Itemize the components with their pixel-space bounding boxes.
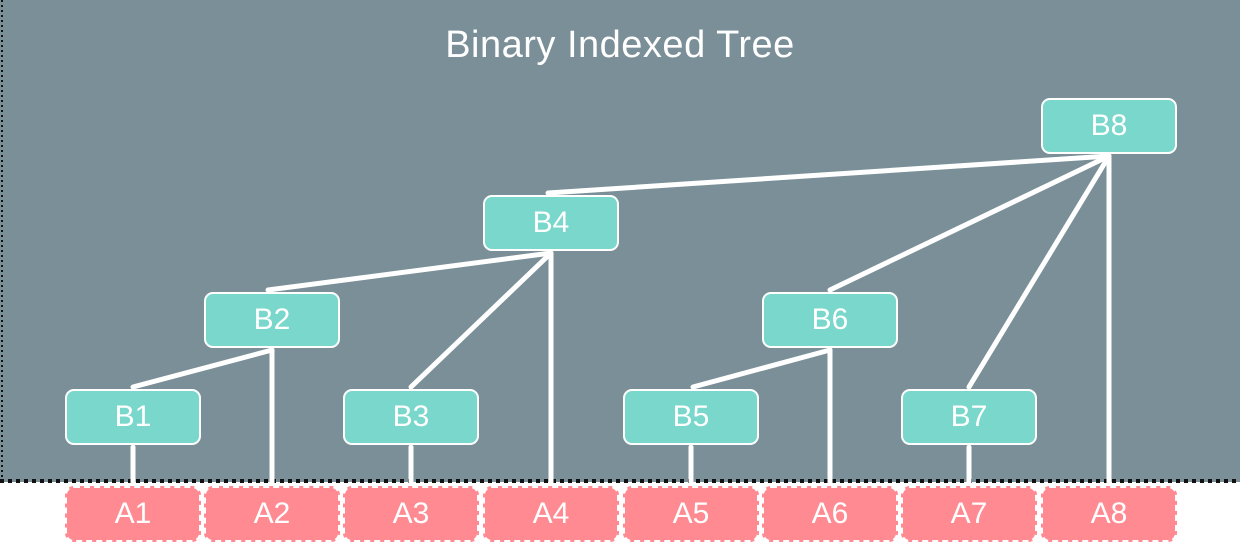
tree-node-b5: B5 bbox=[623, 389, 759, 445]
edge-b2-b4 bbox=[265, 250, 554, 293]
tree-node-b7: B7 bbox=[901, 389, 1037, 445]
array-node-a1: A1 bbox=[65, 486, 201, 542]
tree-node-b3: B3 bbox=[343, 389, 479, 445]
tree-node-b4: B4 bbox=[483, 195, 619, 251]
tree-node-b1: B1 bbox=[65, 389, 201, 445]
edge-b7-b8 bbox=[966, 153, 1112, 390]
tree-node-b2: B2 bbox=[204, 292, 340, 348]
tree-node-b6: B6 bbox=[762, 292, 898, 348]
array-node-a7: A7 bbox=[901, 486, 1037, 542]
edge-b4-b8 bbox=[545, 153, 1112, 196]
diagram-title: Binary Indexed Tree bbox=[445, 24, 795, 66]
array-node-a4: A4 bbox=[483, 486, 619, 542]
edge-b1-b2 bbox=[130, 347, 275, 390]
array-node-a8: A8 bbox=[1041, 486, 1177, 542]
tree-node-b8: B8 bbox=[1041, 98, 1177, 154]
edge-b6-b8 bbox=[827, 153, 1112, 293]
edge-b5-b6 bbox=[690, 347, 833, 390]
array-node-a3: A3 bbox=[343, 486, 479, 542]
array-node-a2: A2 bbox=[204, 486, 340, 542]
edge-b3-b4 bbox=[408, 250, 554, 390]
array-node-a6: A6 bbox=[762, 486, 898, 542]
array-node-a5: A5 bbox=[623, 486, 759, 542]
